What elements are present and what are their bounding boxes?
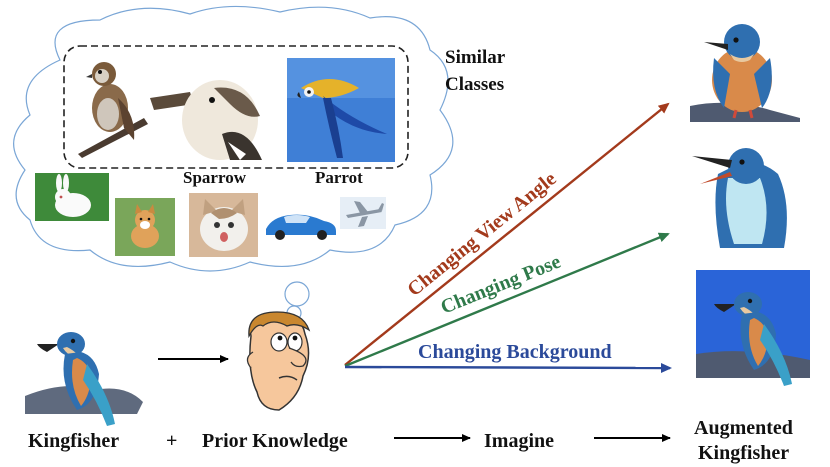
thought-bubble-large	[284, 281, 310, 307]
parrot-label: Parrot	[315, 168, 363, 187]
cat-photo	[189, 193, 258, 257]
augmented-label-line2: Kingfisher	[698, 442, 789, 464]
plus-sign: +	[166, 430, 177, 452]
airplane-photo	[340, 197, 386, 229]
sparrow-photo	[78, 62, 148, 158]
thought-cloud: Similar Classes Sparrow Parrot	[13, 5, 506, 331]
dog-photo	[115, 198, 175, 256]
prior-knowledge-label: Prior Knowledge	[202, 430, 348, 452]
car-photo	[266, 214, 336, 240]
arrow-pose	[344, 232, 670, 368]
arrow-view-angle	[344, 102, 670, 366]
thinking-person-icon	[246, 311, 311, 411]
input-kingfisher-photo	[25, 332, 143, 426]
parrot-photo	[287, 58, 395, 162]
similar-classes-heading-line1: Similar	[445, 47, 506, 68]
rabbit-photo	[35, 173, 109, 221]
augmented-kingfisher-pose-photo	[692, 148, 787, 248]
augmented-kingfisher-background-photo	[696, 270, 810, 386]
imagine-label: Imagine	[484, 430, 554, 452]
kingfisher-label: Kingfisher	[28, 430, 119, 452]
kookaburra-photo	[150, 80, 262, 160]
augmented-kingfisher-view-angle-photo	[690, 24, 800, 122]
sparrow-label: Sparrow	[183, 168, 247, 187]
similar-classes-box	[63, 45, 409, 169]
arrow-background	[344, 362, 672, 373]
changing-background-label: Changing Background	[418, 341, 612, 363]
similar-classes-heading-line2: Classes	[445, 74, 504, 95]
augmented-label-line1: Augmented	[694, 417, 793, 439]
